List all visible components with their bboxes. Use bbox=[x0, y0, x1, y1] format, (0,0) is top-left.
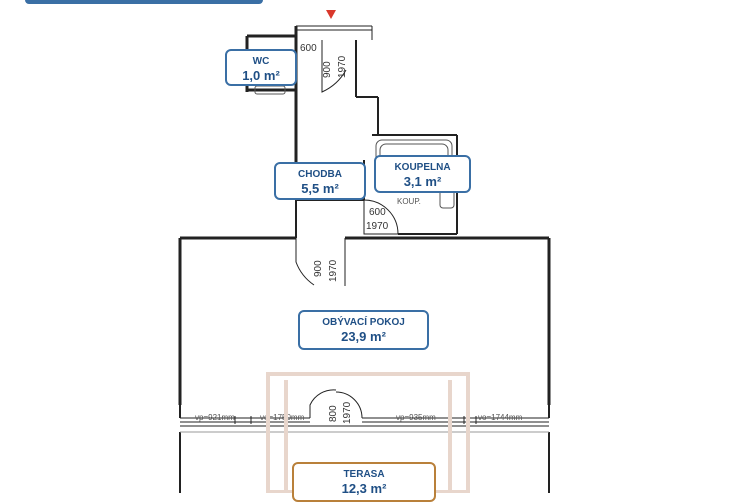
wc-door-height: 1970 bbox=[337, 55, 348, 78]
room-chodba: CHODBA 5,5 m² bbox=[274, 162, 366, 200]
window-left-vp: vp=921mm bbox=[195, 413, 235, 422]
living-door-height: 1970 bbox=[328, 259, 339, 282]
room-terasa-name: TERASA bbox=[343, 469, 385, 480]
room-koupelna: KOUPELNA 3,1 m² bbox=[374, 155, 471, 193]
window-right-vo: vo=1744mm bbox=[478, 413, 523, 422]
terrace-door-swing-b bbox=[335, 391, 363, 419]
toilet-icon bbox=[254, 85, 286, 95]
room-wc-area: 1,0 m² bbox=[242, 68, 280, 83]
koup-label: KOUP. bbox=[397, 197, 421, 206]
room-obyvaci-area: 23,9 m² bbox=[341, 329, 386, 344]
living-door-width: 900 bbox=[313, 260, 324, 277]
entry-marker-icon bbox=[326, 10, 336, 19]
wc-door-width2: 900 bbox=[322, 61, 333, 78]
header-bar bbox=[25, 0, 263, 4]
room-obyvaci-pokoj: OBÝVACÍ POKOJ 23,9 m² bbox=[298, 310, 429, 350]
wc-door-swing bbox=[321, 40, 347, 93]
bathroom-door-swing bbox=[363, 199, 399, 235]
room-wc-name: WC bbox=[252, 56, 270, 67]
room-koupelna-area: 3,1 m² bbox=[403, 174, 442, 189]
bathroom-door-width: 600 bbox=[369, 207, 386, 218]
terrace-door-width: 800 bbox=[328, 405, 339, 422]
window-marks bbox=[234, 416, 477, 424]
room-chodba-name: CHODBA bbox=[298, 169, 342, 180]
room-koupelna-name: KOUPELNA bbox=[394, 162, 451, 173]
window-right-vp: vp=935mm bbox=[396, 413, 436, 422]
room-wc: WC 1,0 m² bbox=[225, 49, 297, 86]
window-left-vo: vo=1750mm bbox=[260, 413, 305, 422]
living-door-swing bbox=[295, 238, 315, 286]
room-terasa: TERASA 12,3 m² bbox=[292, 462, 436, 502]
bathroom-door-height: 1970 bbox=[366, 221, 389, 232]
room-terasa-area: 12,3 m² bbox=[341, 481, 387, 496]
wc-door-width: 600 bbox=[300, 43, 317, 54]
room-obyvaci-name: OBÝVACÍ POKOJ bbox=[322, 317, 405, 328]
room-chodba-area: 5,5 m² bbox=[301, 181, 339, 196]
terrace-door-swing bbox=[309, 389, 337, 418]
terrace-door-height: 1970 bbox=[342, 401, 353, 424]
